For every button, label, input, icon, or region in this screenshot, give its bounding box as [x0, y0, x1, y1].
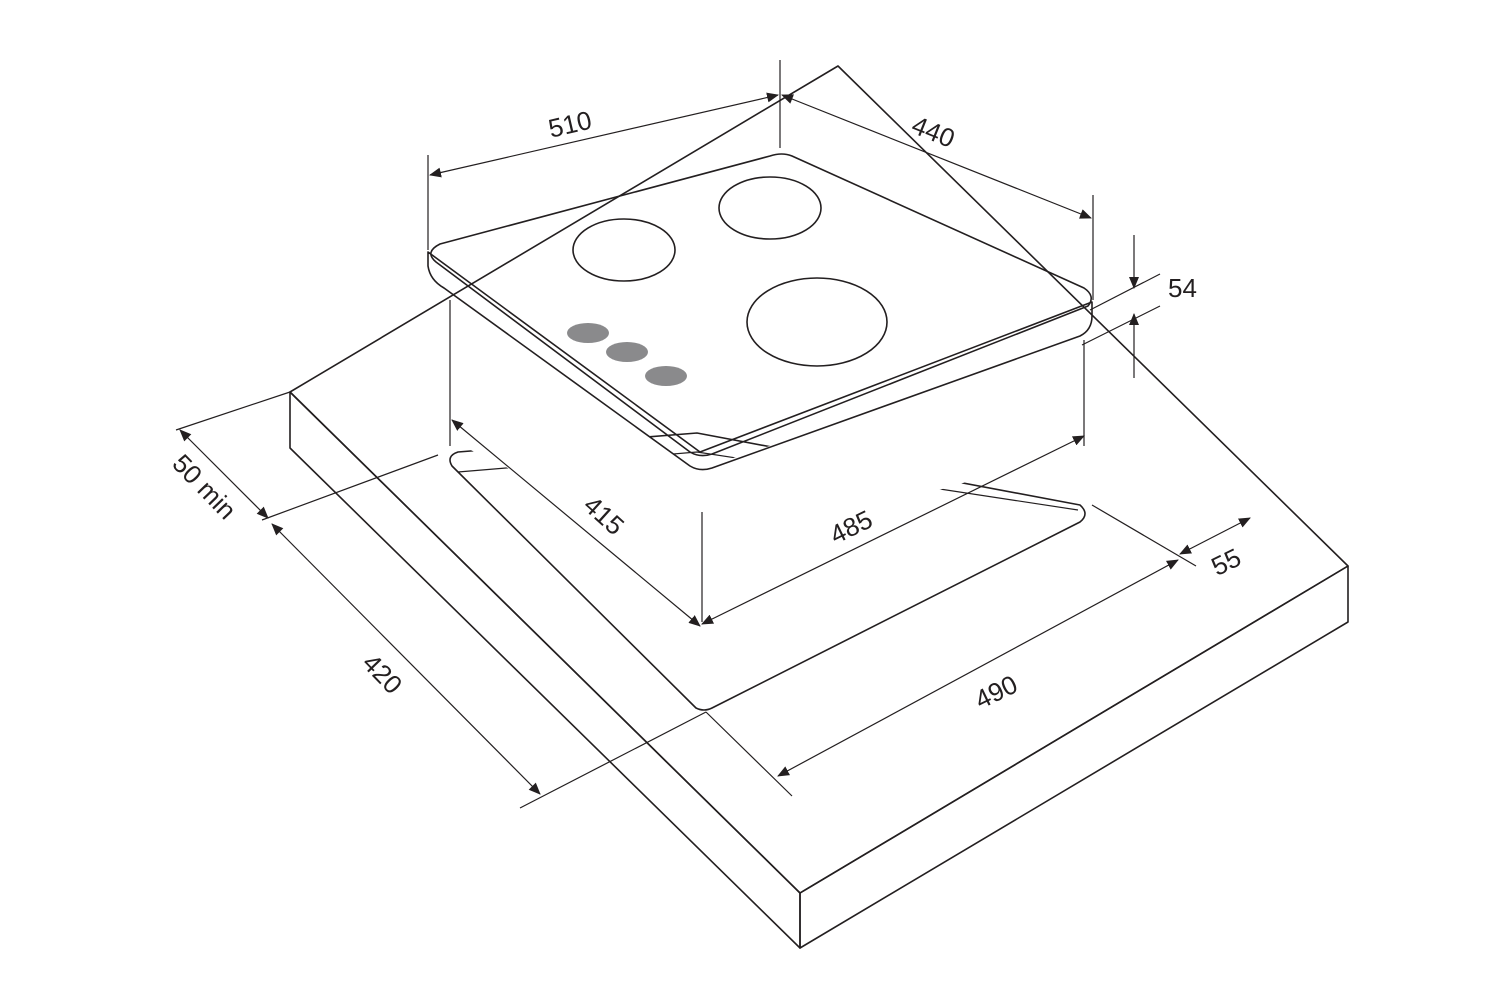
cooking-zone-front-right [746, 277, 888, 367]
dim-margin-side-label: 55 [1206, 542, 1245, 582]
hob-underbody [449, 300, 1085, 622]
control-knob-3 [645, 366, 687, 386]
dim-width-label: 510 [545, 105, 594, 144]
dimension-lines [175, 60, 1251, 809]
dim-counter-width-label: 490 [970, 669, 1022, 715]
cooking-zone-back-right [718, 176, 822, 240]
dim-depth-label: 440 [908, 110, 959, 154]
countertop-side-face [799, 565, 1349, 949]
cooking-zone-back-left [572, 218, 676, 282]
dim-height-label: 54 [1168, 273, 1197, 303]
control-knob-2 [606, 342, 648, 362]
dim-margin-back-label: 50 min [167, 448, 243, 525]
control-knob-1 [567, 323, 609, 343]
dim-counter-depth-label: 420 [357, 648, 409, 700]
